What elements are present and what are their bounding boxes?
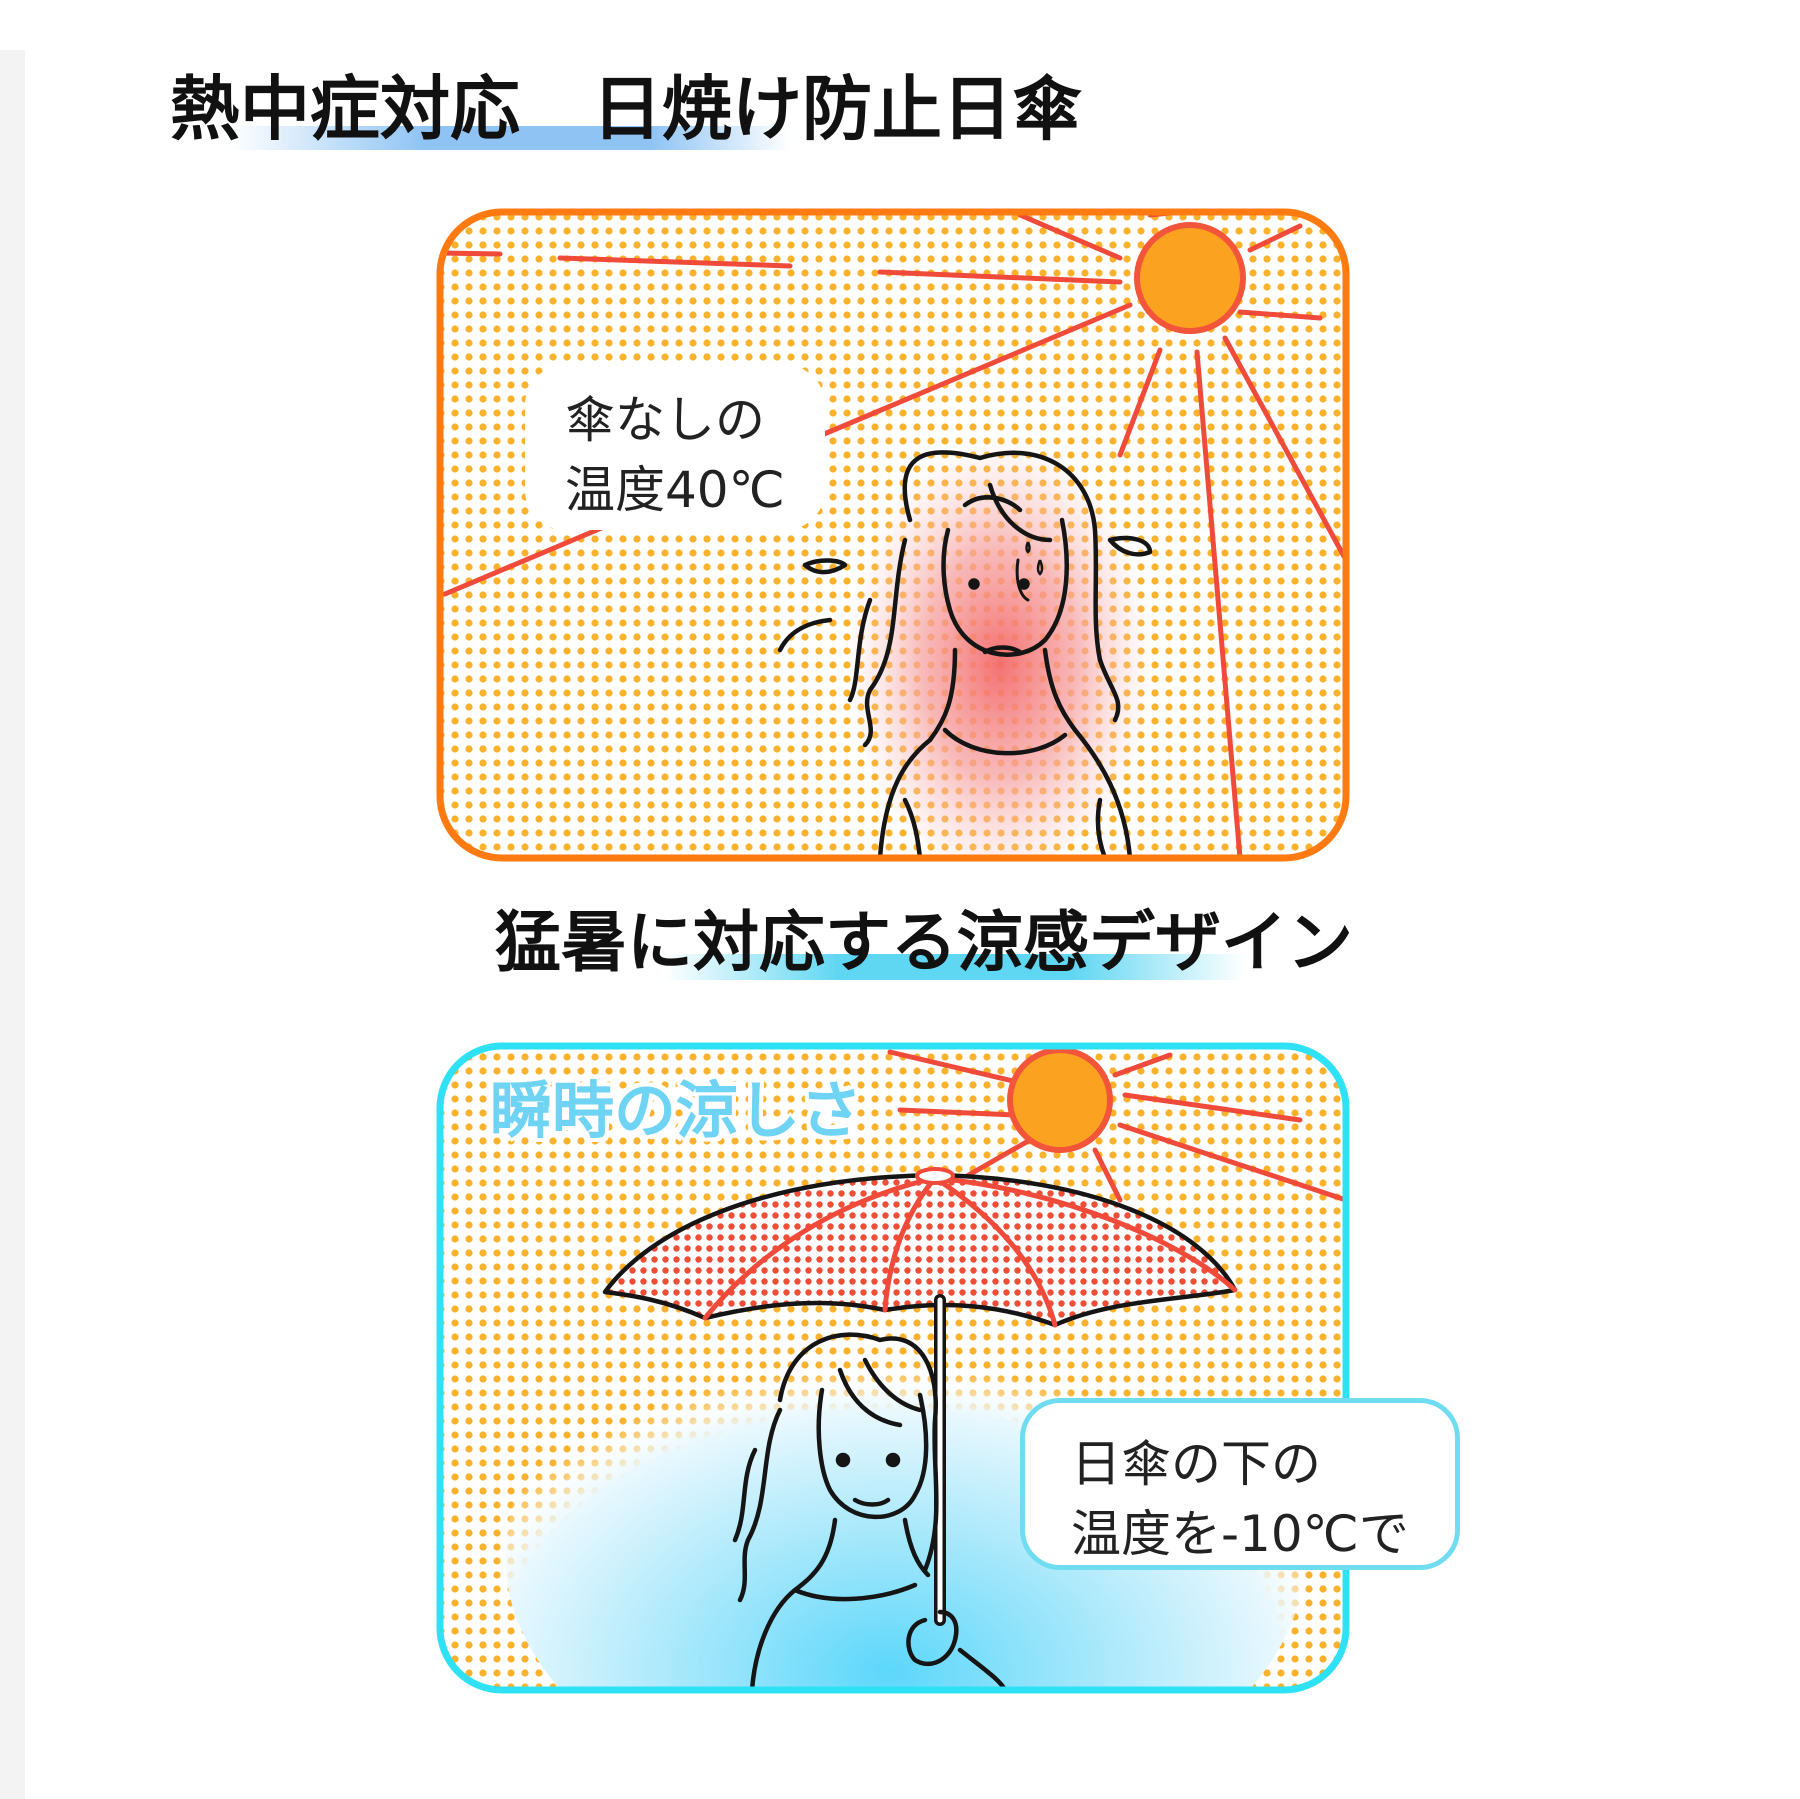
sun-rays-hot (440, 212, 1346, 858)
woman-figure (777, 450, 1153, 858)
bubble-cool-line-2: 温度を-10℃で (1071, 1505, 1409, 1563)
hot-panel-border (436, 208, 1350, 862)
cool-panel-border (436, 1042, 1350, 1694)
hot-panel (436, 208, 1350, 862)
umbrella-icon (602, 1167, 1238, 1626)
title-part-1: 熱中症対応 (170, 68, 520, 150)
sweat-drops (1025, 541, 1044, 576)
sun-icon-2 (1007, 1047, 1113, 1153)
title-part-2: 日焼け防止日傘 (592, 68, 1082, 150)
bubble-hot-line-1: 傘なしの (565, 391, 765, 449)
section-subtitle: 猛暑に対応する涼感デザイン (495, 898, 1353, 988)
woman-figure-cool (732, 1332, 1008, 1690)
left-edge-strip (0, 50, 25, 1799)
cool-panel (436, 1042, 1350, 1694)
bubble-cool-line-1: 日傘の下の (1071, 1435, 1321, 1493)
sun-rays-cool (887, 1049, 1346, 1203)
speech-bubble-no-umbrella: 傘なしの 温度40℃ (525, 365, 825, 530)
speech-bubble-under-umbrella: 日傘の下の 温度を-10℃で (1020, 1398, 1460, 1570)
heat-glow (845, 410, 1155, 858)
subtitle-text: 猛暑に対応する涼感デザイン (495, 904, 1353, 981)
bubble-hot-line-2: 温度40℃ (565, 461, 785, 519)
cool-panel-heading: 瞬時の涼しさ (490, 1074, 863, 1147)
sun-icon (1134, 222, 1246, 334)
page-title: 熱中症対応日焼け防止日傘 (170, 64, 1082, 154)
